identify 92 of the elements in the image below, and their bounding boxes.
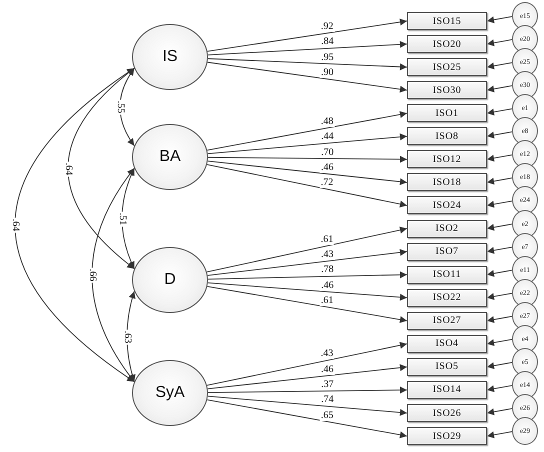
edge-label: .90 — [320, 68, 334, 78]
edge-label: .46 — [320, 162, 335, 173]
indicator-box: ISO20 — [407, 35, 487, 54]
arrow — [207, 160, 408, 186]
arrow — [122, 168, 135, 270]
latent-ellipse: IS — [132, 24, 208, 90]
edge-label: .44 — [320, 132, 335, 142]
indicator-box: ISO1 — [407, 104, 487, 122]
arrow — [68, 68, 135, 270]
arrow — [486, 16, 512, 24]
arrow — [208, 156, 408, 163]
edge-label: .48 — [320, 116, 334, 127]
arrow — [486, 224, 512, 231]
arrow — [486, 154, 512, 162]
arrow — [207, 133, 408, 154]
indicator-box: ISO25 — [407, 58, 487, 76]
latent-ellipse: BA — [132, 124, 208, 190]
indicator-box: ISO22 — [407, 288, 487, 307]
indicator-box: ISO24 — [407, 196, 487, 214]
arrow — [486, 39, 512, 46]
edge-label: .92 — [320, 22, 334, 32]
edge-label: .64 — [63, 161, 73, 176]
indicator-box: ISO2 — [407, 220, 487, 238]
arrow — [486, 338, 512, 346]
edge-label: .95 — [320, 52, 335, 63]
arrow — [92, 168, 135, 382]
arrow — [486, 270, 512, 277]
edge-label: .78 — [320, 265, 335, 276]
arrow — [206, 399, 408, 438]
indicator-box: ISO5 — [407, 358, 487, 376]
arrow — [207, 40, 408, 56]
arrow — [207, 248, 408, 276]
indicator-box: ISO4 — [407, 334, 487, 353]
arrow — [486, 62, 512, 70]
arrow — [207, 62, 408, 93]
indicator-box: ISO26 — [407, 404, 487, 422]
edge-label: .55 — [115, 100, 125, 114]
arrow — [208, 386, 408, 394]
edge-label: .74 — [320, 395, 335, 406]
edge-label: .72 — [320, 178, 334, 188]
arrow — [120, 68, 135, 146]
indicator-box: ISO7 — [407, 242, 487, 261]
arrow — [486, 431, 512, 438]
arrow — [206, 18, 408, 52]
arrow — [126, 290, 136, 382]
edge-label: .61 — [320, 234, 334, 245]
arrow — [486, 385, 512, 392]
arrow — [486, 108, 512, 116]
edge-label: .51 — [117, 211, 127, 226]
latent-ellipse: D — [132, 247, 208, 313]
indicator-box: ISO11 — [407, 266, 487, 284]
indicator-box: ISO29 — [407, 427, 487, 446]
arrow — [486, 292, 512, 300]
edge-label: .61 — [320, 296, 334, 306]
arrow — [206, 342, 408, 386]
indicator-box: ISO27 — [407, 312, 487, 330]
arrow — [486, 178, 512, 185]
arrow — [486, 200, 512, 208]
edge-label: .66 — [87, 268, 97, 282]
edge-label: .46 — [320, 364, 335, 375]
edge-label: .63 — [122, 329, 132, 344]
arrow — [486, 408, 512, 416]
edge-label: .43 — [320, 349, 334, 360]
arrow — [207, 282, 408, 301]
latent-ellipse: SyA — [132, 360, 208, 426]
arrow — [486, 85, 512, 92]
arrow — [486, 131, 512, 139]
indicator-box: ISO12 — [407, 150, 487, 168]
indicator-box: ISO18 — [407, 173, 487, 192]
indicator-box: ISO14 — [407, 380, 487, 399]
arrow — [486, 362, 512, 370]
edge-label: .46 — [320, 280, 335, 291]
arrow — [206, 111, 408, 151]
arrow — [208, 58, 408, 70]
arrow — [207, 396, 408, 416]
edge-label: .37 — [320, 380, 335, 390]
arrow — [207, 364, 408, 390]
indicator-box: ISO30 — [407, 81, 487, 100]
arrow — [206, 164, 408, 208]
arrow — [206, 286, 408, 324]
arrow — [486, 246, 512, 254]
indicator-box: ISO8 — [407, 127, 487, 146]
edge-label: .64 — [10, 218, 20, 232]
edge-label: .84 — [320, 37, 335, 48]
edge-label: .70 — [320, 148, 335, 158]
arrow — [14, 68, 135, 382]
indicator-box: ISO15 — [407, 12, 487, 30]
edge-label: .65 — [320, 410, 334, 421]
arrow — [486, 316, 512, 323]
arrow — [206, 226, 408, 272]
arrow — [208, 271, 408, 280]
edge-label: .43 — [320, 250, 334, 260]
